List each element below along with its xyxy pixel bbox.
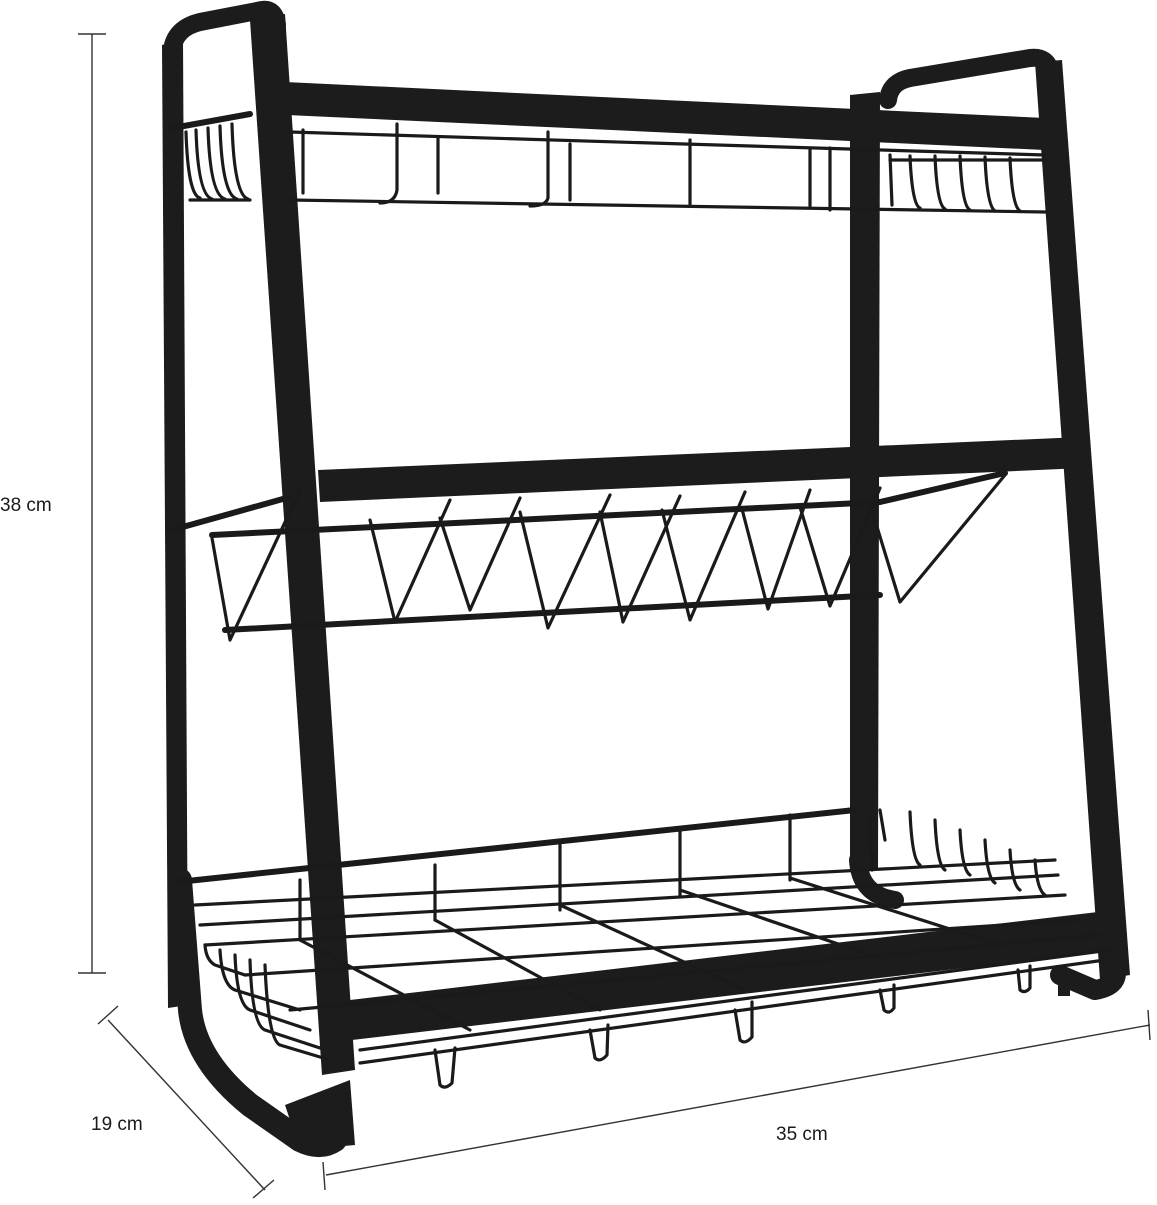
middle-shelf-rack	[169, 470, 1008, 642]
height-dimension-line	[78, 33, 106, 974]
rack-frame	[162, 0, 1130, 1157]
depth-dimension-line	[97, 1005, 275, 1199]
width-dimension-label: 35 cm	[776, 1124, 828, 1145]
width-dimension-line	[322, 1009, 1151, 1191]
height-dimension-label: 38 cm	[0, 495, 52, 516]
top-shelf-basket	[170, 111, 1047, 214]
depth-dimension-label: 19 cm	[91, 1114, 143, 1135]
bottom-shelf-basket	[175, 807, 1112, 1147]
